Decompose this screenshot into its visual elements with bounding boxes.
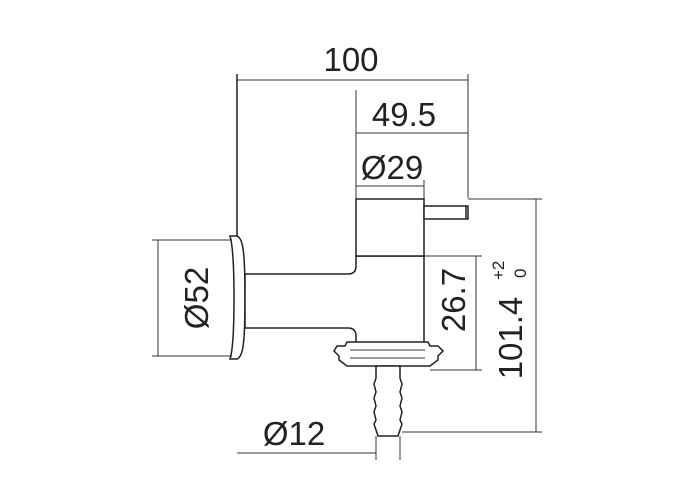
wall-flange bbox=[228, 235, 246, 360]
label-flange-diameter: Ø52 bbox=[178, 267, 215, 329]
label-body-height: 26.7 bbox=[435, 268, 472, 332]
label-height-tolerance-lower: 0 bbox=[511, 269, 530, 278]
label-overall-height: 101.4 bbox=[492, 297, 529, 380]
hex-nut bbox=[333, 341, 445, 367]
label-overall-length: 100 bbox=[323, 41, 378, 78]
dimension-labels: 100 49.5 Ø29 Ø52 Ø12 26.7 101.4 +2 0 bbox=[178, 41, 530, 452]
label-overall-height-group: 101.4 +2 0 bbox=[489, 261, 530, 380]
label-outlet-diameter: Ø12 bbox=[263, 415, 325, 452]
label-height-tolerance-upper: +2 bbox=[489, 261, 508, 280]
hose-barb bbox=[373, 365, 403, 437]
faucet-outline bbox=[228, 74, 469, 437]
label-spout-offset: 49.5 bbox=[372, 96, 436, 133]
supply-arm bbox=[244, 255, 425, 347]
lever-handle bbox=[423, 205, 469, 220]
valve-cap bbox=[355, 198, 425, 257]
label-body-diameter: Ø29 bbox=[361, 149, 423, 186]
dimension-lines bbox=[152, 74, 542, 460]
